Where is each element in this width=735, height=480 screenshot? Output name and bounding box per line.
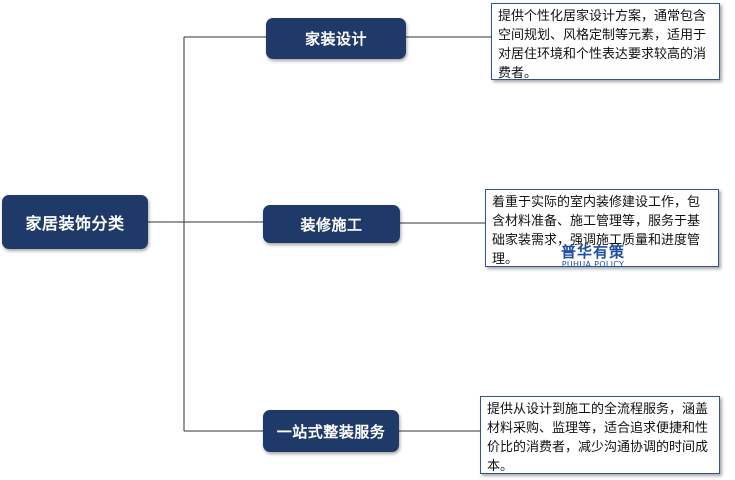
branch-node-label: 一站式整装服务 [276,422,386,441]
branch-node-one-stop-service: 一站式整装服务 [263,410,399,452]
branch-node-label: 家装设计 [304,30,367,48]
description-box-one-stop-service: 提供从设计到施工的全流程服务，涵盖材料采购、监理等，适合追求便捷和性价比的消费者… [480,396,720,474]
description-box-construction: 着重于实际的室内装修建设工作，包含材料准备、施工管理等，服务于基础家装需求，强调… [485,189,719,267]
branch-node-construction: 装修施工 [263,205,400,243]
branch-node-home-design: 家装设计 [266,18,406,59]
root-node-label: 家居装饰分类 [25,214,125,233]
description-text: 提供个性化居家设计方案，通常包含空间规划、风格定制等元素，适用于对居住环境和个性… [498,9,707,81]
description-box-home-design: 提供个性化居家设计方案，通常包含空间规划、风格定制等元素，适用于对居住环境和个性… [491,3,720,81]
description-text: 着重于实际的室内装修建设工作，包含材料准备、施工管理等，服务于基础家装需求，强调… [492,195,701,267]
root-node: 家居装饰分类 [2,195,148,249]
description-text: 提供从设计到施工的全流程服务，涵盖材料采购、监理等，适合追求便捷和性价比的消费者… [487,402,709,474]
branch-node-label: 装修施工 [300,215,363,234]
